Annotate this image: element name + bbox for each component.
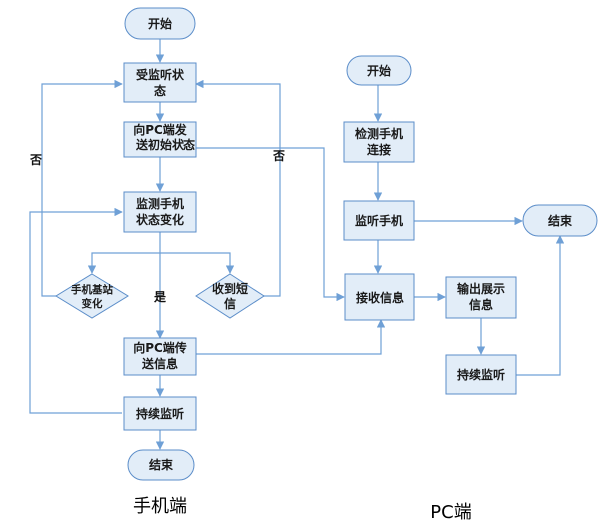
node-phone-send-info: 向PC端传 送信息 — [123, 337, 197, 376]
caption-pc: PC端 — [430, 502, 471, 523]
svg-text:信: 信 — [224, 296, 236, 311]
edge-base-change-no-loop — [41, 79, 123, 297]
svg-text:接收信息: 接收信息 — [356, 290, 404, 305]
svg-text:态: 态 — [154, 83, 166, 98]
svg-text:输出展示: 输出展示 — [457, 281, 505, 296]
svg-text:开始: 开始 — [367, 63, 391, 78]
svg-text:检测手机: 检测手机 — [355, 126, 403, 141]
node-phone-keep-listen: 持续监听 — [123, 396, 197, 431]
node-phone-end: 结束 — [127, 449, 195, 481]
edge-keep-loop-to-detect — [29, 207, 123, 414]
svg-text:受监听状: 受监听状 — [136, 67, 185, 82]
edge-send-init-to-pc-receive — [196, 147, 345, 302]
node-pc-receive: 接收信息 — [344, 273, 415, 321]
svg-text:结束: 结束 — [548, 213, 573, 228]
edge-detect-to-sms — [160, 252, 235, 274]
caption-phone: 手机端 — [133, 496, 187, 517]
svg-text:送信息: 送信息 — [141, 356, 178, 371]
edges — [29, 39, 565, 450]
svg-text:连接: 连接 — [367, 142, 391, 157]
svg-text:变化: 变化 — [82, 297, 103, 310]
svg-text:向PC端传: 向PC端传 — [133, 340, 187, 355]
svg-text:监听手机: 监听手机 — [355, 213, 403, 228]
svg-text:信息: 信息 — [469, 297, 493, 312]
svg-text:送初始状: 送初始状 — [135, 137, 185, 152]
node-pc-end: 结束 — [522, 204, 598, 237]
edge-send-info-to-pc-receive — [196, 319, 386, 355]
node-pc-output: 输出展示 信息 — [445, 276, 517, 319]
svg-text:收到短: 收到短 — [212, 281, 248, 296]
svg-text:状态变化: 状态变化 — [136, 212, 184, 227]
node-phone-detect-change: 监测手机 状态变化 — [123, 191, 197, 233]
node-phone-sms: 收到短 信 — [195, 273, 265, 319]
svg-text:监测手机: 监测手机 — [136, 196, 184, 211]
edge-label-yes: 是 — [153, 290, 167, 304]
svg-text:手机基站: 手机基站 — [71, 283, 113, 296]
svg-text:结束: 结束 — [149, 457, 174, 472]
edge-sms-no-loop — [195, 79, 281, 297]
edge-pc-keep-to-end — [516, 235, 565, 376]
node-phone-base-change: 手机基站 变化 — [55, 273, 129, 319]
node-pc-detect-phone: 检测手机 连接 — [343, 121, 415, 163]
edge-label-no-right: 否 — [272, 149, 285, 163]
edge-detect-to-base-change — [87, 232, 161, 274]
node-pc-keep-listen: 持续监听 — [445, 354, 517, 395]
svg-text:态: 态 — [183, 137, 195, 152]
node-pc-start: 开始 — [346, 55, 412, 86]
edge-label-no-left: 否 — [29, 153, 42, 167]
svg-text:向PC端发: 向PC端发 — [133, 122, 188, 137]
svg-text:持续监听: 持续监听 — [136, 406, 184, 421]
svg-text:开始: 开始 — [148, 16, 172, 31]
svg-text:持续监听: 持续监听 — [457, 367, 505, 382]
node-phone-listen-state: 受监听状 态 — [123, 62, 197, 103]
node-phone-start: 开始 — [124, 7, 196, 40]
node-phone-send-init: 向PC端发 送初始状 态 — [123, 121, 197, 158]
node-pc-listen-phone: 监听手机 — [343, 200, 415, 241]
